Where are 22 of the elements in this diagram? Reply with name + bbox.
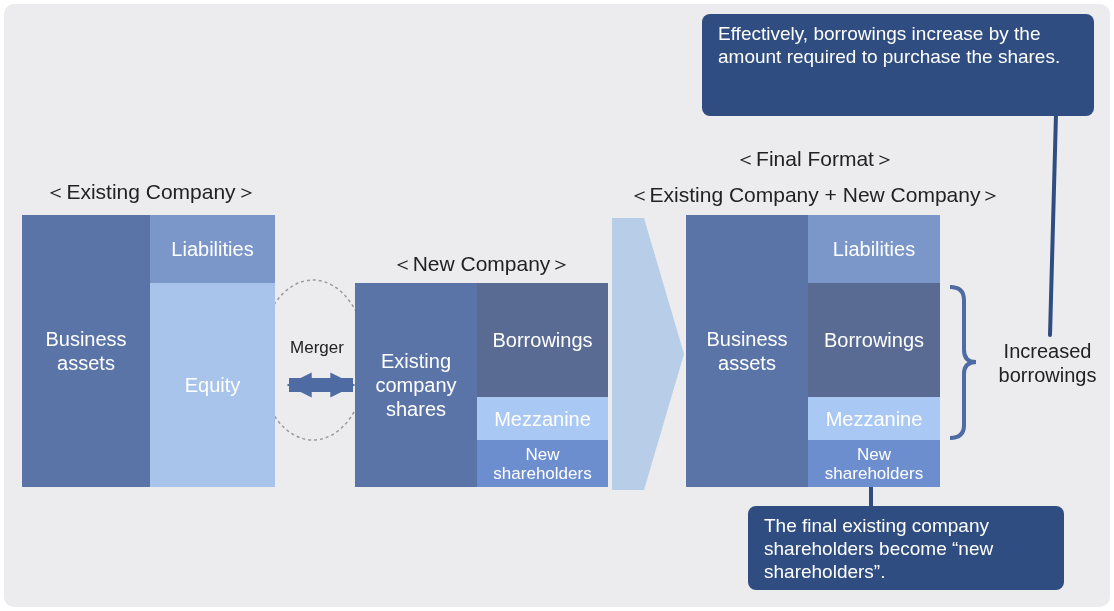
group-title: ＜Final Format＞ xyxy=(734,146,896,172)
asset-block: Business assets xyxy=(22,215,150,487)
annotation-text: Increased borrowings xyxy=(985,335,1110,391)
liability-block: Liabilities xyxy=(150,215,275,283)
mezzanine-block: Mezzanine xyxy=(477,397,608,440)
mezzanine-block: Mezzanine xyxy=(808,397,940,440)
callout-bubble: Effectively, borrowings increase by the amount required to purchase the shares. xyxy=(702,14,1094,116)
borrowings-block: Borrowings xyxy=(808,283,940,397)
group-title: ＜Existing Company＞ xyxy=(44,179,258,205)
double-arrow xyxy=(286,372,356,398)
group-title: ＜Existing Company + New Company＞ xyxy=(627,182,1003,208)
shareholders-block: New shareholders xyxy=(477,440,608,487)
asset-block: Existing company shares xyxy=(355,283,477,487)
equity-block: Equity xyxy=(150,283,275,487)
callout-bubble: The final existing company shareholders become “new shareholders”. xyxy=(748,506,1064,590)
asset-block: Business assets xyxy=(686,215,808,487)
shareholders-block: New shareholders xyxy=(808,440,940,487)
borrowings-block: Borrowings xyxy=(477,283,608,397)
group-title: ＜New Company＞ xyxy=(390,251,573,277)
liability-block: Liabilities xyxy=(808,215,940,283)
edge-label: Merger xyxy=(289,337,345,359)
chevron-arrow xyxy=(612,218,684,490)
